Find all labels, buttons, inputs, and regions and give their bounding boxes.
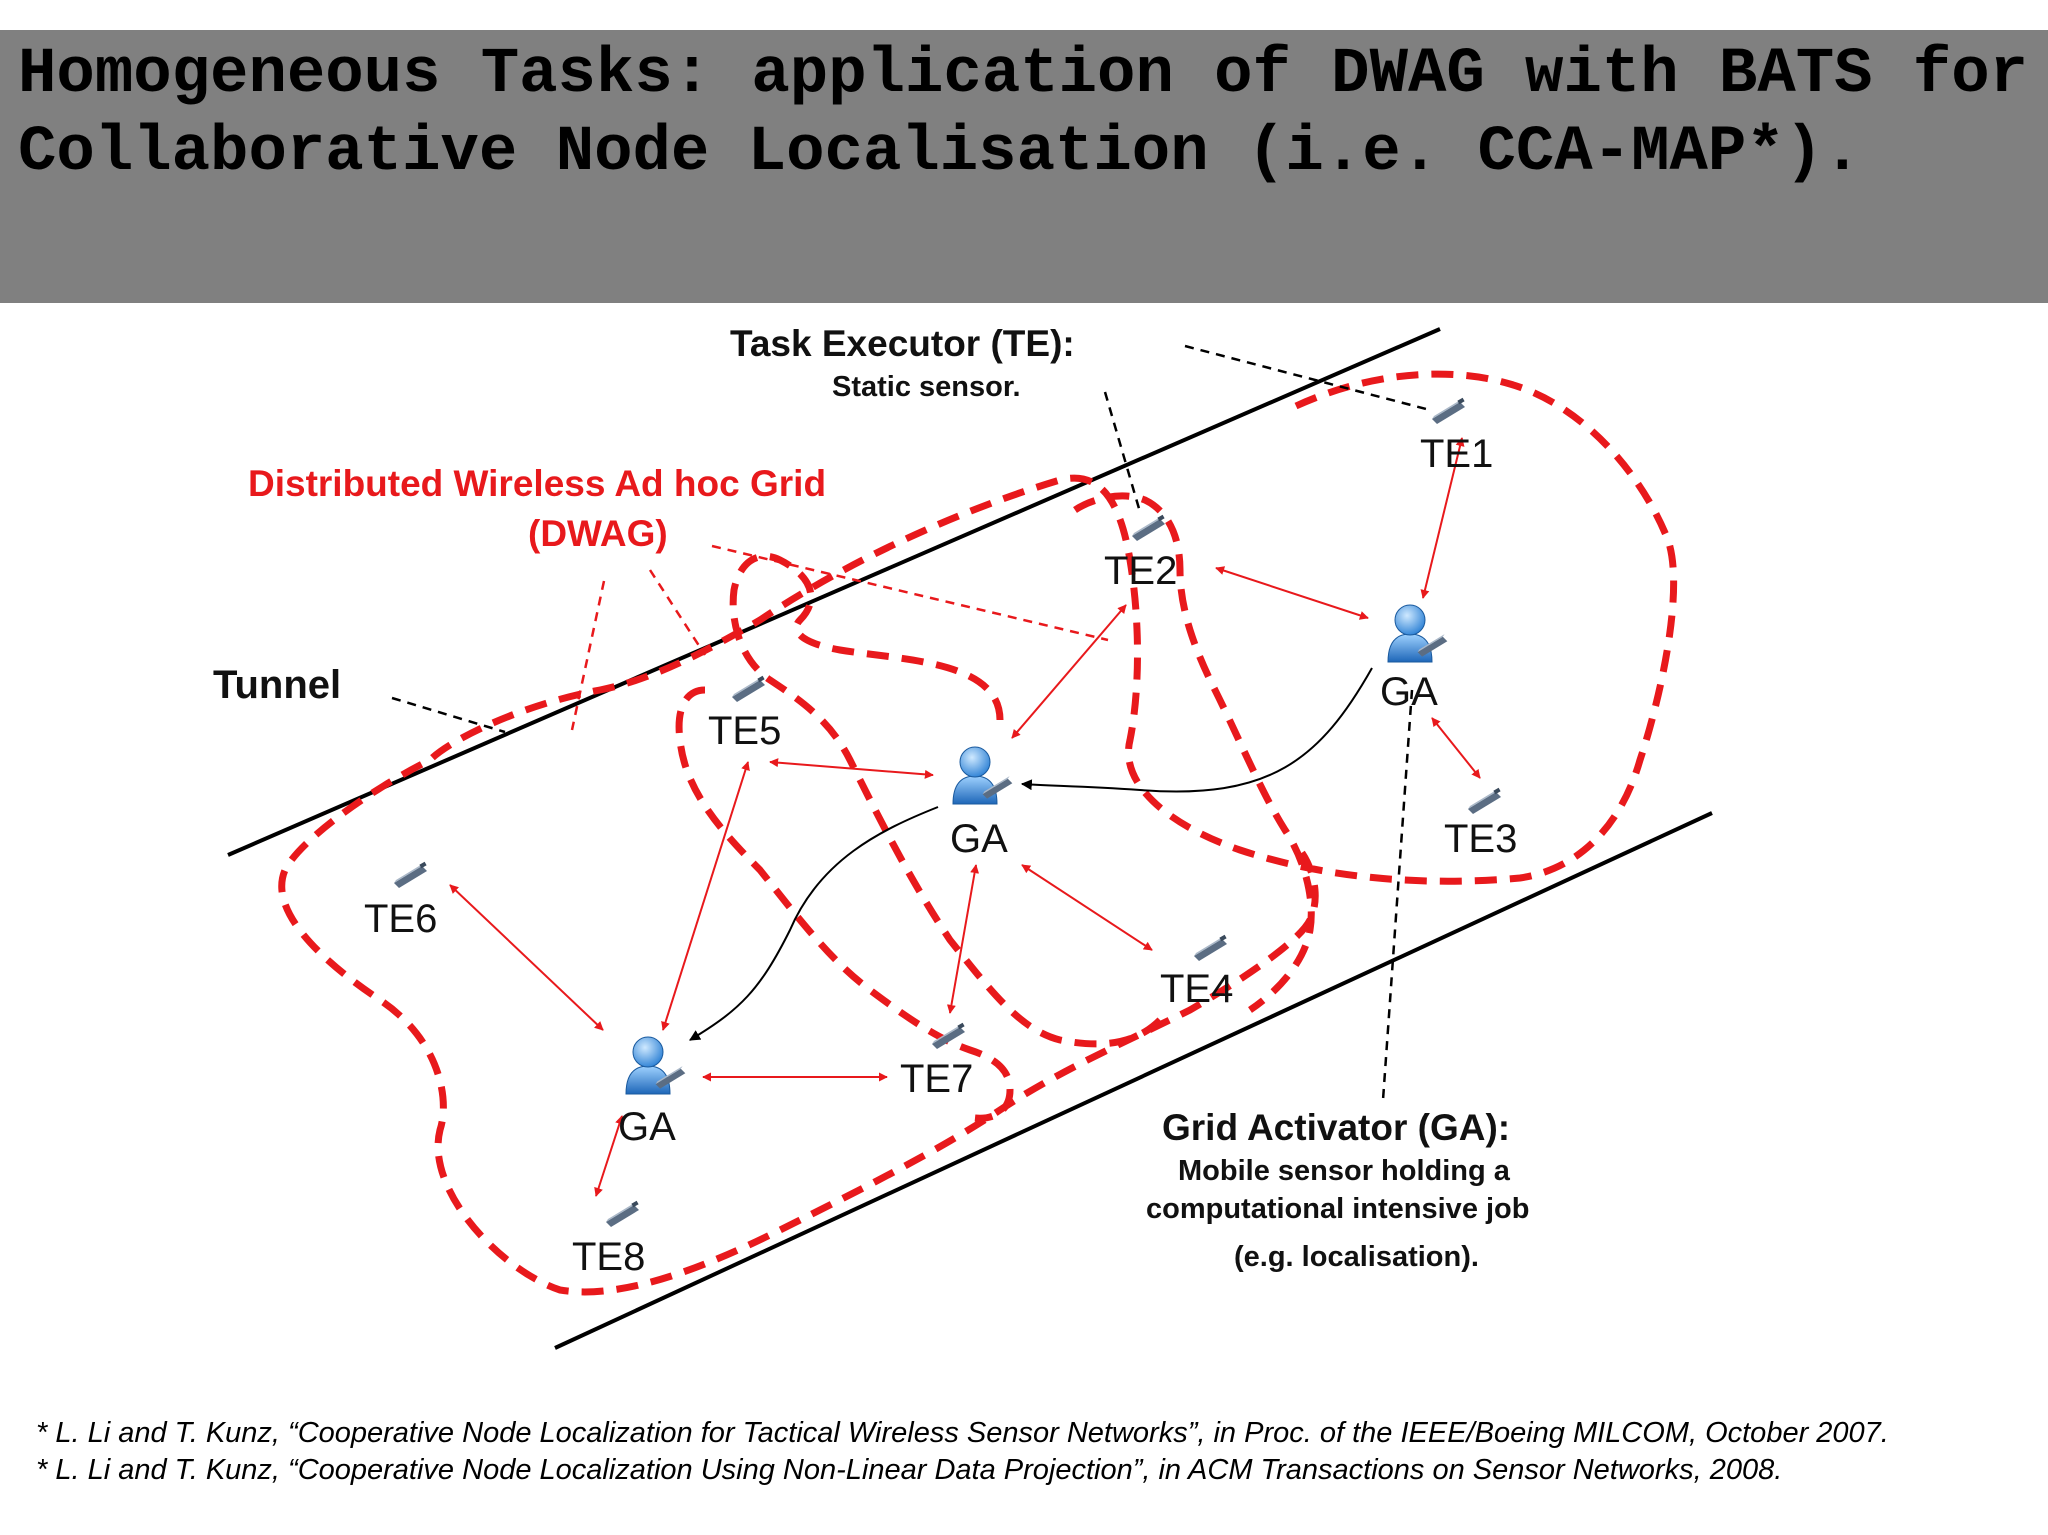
node-label-te8: TE8 <box>572 1235 645 1279</box>
ga-person-left-icon <box>625 1036 686 1095</box>
sensor-te4-icon <box>1194 934 1227 961</box>
ga-movement-arrows <box>689 667 1373 1041</box>
dwag-boundary-center <box>729 552 1163 1048</box>
node-label-te3: TE3 <box>1444 817 1517 861</box>
dwag-boundary-outer <box>278 370 1678 1296</box>
node-label-ga-center: GA <box>950 817 1008 861</box>
tunnel-wall-top <box>227 327 1441 857</box>
ga-person-center-icon <box>952 746 1013 805</box>
dwag-label-line1: Distributed Wireless Ad hoc Grid <box>248 463 826 504</box>
title-bar <box>0 30 2048 303</box>
references: * L. Li and T. Kunz, “Cooperative Node L… <box>36 1415 2014 1489</box>
node-label-ga-right: GA <box>1380 670 1438 714</box>
reference-2: * L. Li and T. Kunz, “Cooperative Node L… <box>36 1454 1783 1486</box>
tunnel-wall-bottom <box>554 811 1713 1350</box>
links <box>449 437 1481 1197</box>
ga-person-right-icon <box>1387 604 1448 663</box>
sensor-te5-icon <box>732 675 765 702</box>
node-label-te5: TE5 <box>708 709 781 753</box>
task-executor-title: Task Executor (TE): <box>730 323 1075 364</box>
dwag-label-line2: (DWAG) <box>528 513 668 554</box>
tunnel-label: Tunnel <box>213 663 341 707</box>
sensor-te3-icon <box>1468 787 1501 814</box>
grid-activator-line3: (e.g. localisation). <box>1234 1241 1479 1273</box>
node-label-ga-left: GA <box>618 1105 676 1149</box>
grid-activator-line1: Mobile sensor holding a <box>1178 1155 1511 1187</box>
task-executor-desc: Static sensor. <box>832 371 1021 403</box>
node-label-te7: TE7 <box>900 1057 973 1101</box>
dwag-boundary-left <box>675 686 1014 1122</box>
dwag-boundary-te2 <box>1073 492 1315 1013</box>
grid-activator-title: Grid Activator (GA): <box>1162 1107 1510 1148</box>
dwag-callout-lines <box>570 544 1109 731</box>
node-label-te6: TE6 <box>364 897 437 941</box>
sensor-te2-icon <box>1132 514 1165 541</box>
slide-title: Homogeneous Tasks: application of DWAG w… <box>18 39 2028 189</box>
reference-1: * L. Li and T. Kunz, “Cooperative Node L… <box>36 1417 1889 1449</box>
sensor-te1-icon <box>1432 397 1465 424</box>
sensor-te8-icon <box>606 1200 639 1227</box>
grid-activator-line2: computational intensive job <box>1146 1193 1530 1225</box>
node-label-te4: TE4 <box>1160 967 1233 1011</box>
node-label-te1: TE1 <box>1420 432 1493 476</box>
node-label-te2: TE2 <box>1104 549 1177 593</box>
sensor-te6-icon <box>394 861 427 888</box>
callout-lines <box>391 344 1431 1101</box>
